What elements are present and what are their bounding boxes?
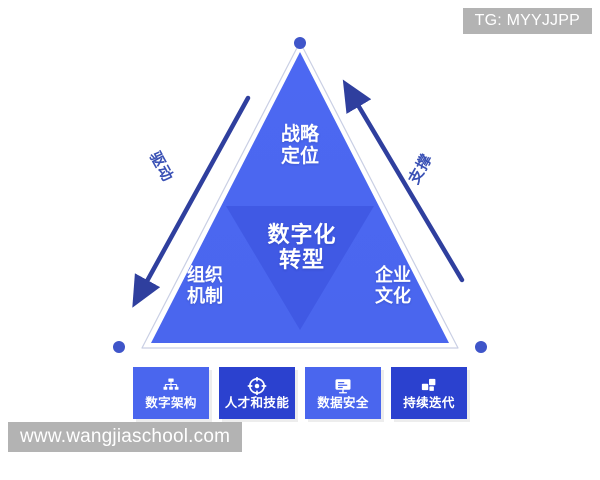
pillar-card-label: 数字架构 <box>145 395 197 410</box>
triangle-bottom-right-label: 企业 文化 <box>375 265 411 306</box>
website-watermark: www.wangjiaschool.com <box>8 422 243 452</box>
pillar-card-label: 人才和技能 <box>224 395 290 410</box>
pillar-card-talent-skills[interactable]: 人才和技能 <box>219 367 295 419</box>
telegram-watermark: TG: MYYJJPP <box>462 8 592 34</box>
blocks-iteration-icon <box>421 378 436 391</box>
vertex-dot-apex <box>294 37 306 49</box>
org-chart-icon <box>163 378 179 390</box>
inner-inverted-triangle <box>226 206 374 330</box>
monitor-data-icon <box>335 379 351 394</box>
right-arrow <box>342 79 465 283</box>
triangle-bottom-left-label: 组织 机制 <box>187 265 223 306</box>
triangle-outline-hairline <box>141 41 459 349</box>
triangle-body <box>151 52 449 343</box>
target-compass-icon <box>247 376 267 395</box>
left-arrow <box>132 95 251 308</box>
triangle-apex-label: 战略 定位 <box>280 124 319 167</box>
vertex-dot-bottom-right <box>475 341 487 353</box>
pillar-card-continuous-iteration[interactable]: 持续迭代 <box>391 367 467 419</box>
triangle-outline <box>140 40 460 351</box>
triangle-center-label: 数字化 转型 <box>267 222 337 273</box>
vertex-dot-bottom-left <box>113 341 125 353</box>
pillar-card-row: 数字架构 人才和技能 数据安全 持续迭代 <box>0 367 600 423</box>
pillar-card-data-security[interactable]: 数据安全 <box>305 367 381 419</box>
pillar-card-label: 持续迭代 <box>403 395 455 410</box>
pillar-card-label: 数据安全 <box>317 395 369 410</box>
pillar-card-digital-architecture[interactable]: 数字架构 <box>133 367 209 419</box>
